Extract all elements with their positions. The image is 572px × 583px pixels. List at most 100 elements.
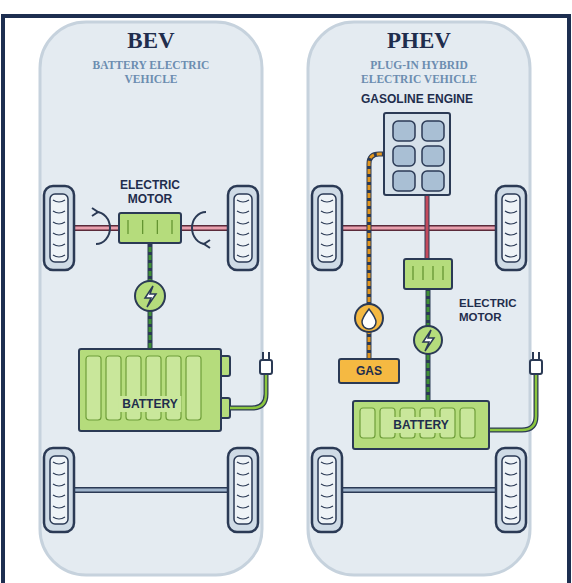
vehicle-title: PHEV xyxy=(308,28,530,54)
charging-cord xyxy=(230,374,266,408)
rear-axle xyxy=(74,487,228,493)
wheel-tread xyxy=(321,517,333,519)
wheel-tread xyxy=(237,484,249,486)
vehicle-title: BEV xyxy=(40,28,262,54)
rear-axle xyxy=(74,489,228,492)
wheel-rim xyxy=(234,456,252,524)
part-label: ELECTRIC MOTOR xyxy=(459,296,525,324)
part-label: BATTERY xyxy=(389,417,452,433)
wheel-tread xyxy=(53,222,65,224)
vehicle-body: BEVBATTERY ELECTRIC VEHICLEELECTRIC MOTO… xyxy=(40,22,262,575)
wheel-rim xyxy=(50,456,68,524)
part-label: GAS xyxy=(340,364,398,378)
wheel-tread xyxy=(53,244,65,246)
wheel xyxy=(228,186,258,270)
rotation-arrow xyxy=(96,212,110,244)
wheel-tread xyxy=(237,222,249,224)
wheel-tread xyxy=(505,473,517,475)
wheel-tread xyxy=(321,200,333,202)
wheel xyxy=(44,186,74,270)
part-label: BATTERY xyxy=(118,396,181,412)
wheel-tread xyxy=(505,255,517,257)
wheel xyxy=(312,448,342,532)
wheel xyxy=(312,186,342,270)
fuel-drop-symbol xyxy=(355,304,383,332)
motor-detail xyxy=(120,214,180,242)
wheel-tread xyxy=(505,484,517,486)
rear-axle xyxy=(342,489,496,492)
wheel-tread xyxy=(237,233,249,235)
part-label: GASOLINE ENGINE xyxy=(342,92,492,106)
engine-detail xyxy=(385,114,449,194)
part-label: ELECTRIC MOTOR xyxy=(108,178,192,206)
motor-detail xyxy=(405,260,451,288)
wheel-tread xyxy=(237,506,249,508)
wheel-tread xyxy=(237,473,249,475)
wheel-tread xyxy=(53,484,65,486)
electric-motor-box: ELECTRIC MOTOR xyxy=(403,258,453,290)
wheel-tread xyxy=(321,222,333,224)
wheel-tread xyxy=(321,484,333,486)
wheel-rim xyxy=(318,194,336,262)
connector xyxy=(426,196,429,258)
wheel-tread xyxy=(505,233,517,235)
wheel-tread xyxy=(321,495,333,497)
wheel xyxy=(496,186,526,270)
car-body-outline xyxy=(40,22,262,575)
wheel-tread xyxy=(53,462,65,464)
lightning-symbol xyxy=(414,326,442,354)
wheel-tread xyxy=(321,255,333,257)
wheel-tread xyxy=(237,255,249,257)
wheel-tread xyxy=(237,495,249,497)
battery-box: BATTERY xyxy=(78,348,222,432)
wheel-tread xyxy=(505,200,517,202)
wheel-rim xyxy=(502,194,520,262)
wheel-rim xyxy=(234,194,252,262)
wheel-rim xyxy=(50,194,68,262)
rotation-arrow xyxy=(192,212,206,244)
wheel-tread xyxy=(321,233,333,235)
wheel-tread xyxy=(237,200,249,202)
wheel-tread xyxy=(321,211,333,213)
battery-detail xyxy=(80,350,220,430)
wheel-tread xyxy=(237,517,249,519)
wheel-tread xyxy=(53,517,65,519)
charging-cord xyxy=(490,374,536,430)
wheel-tread xyxy=(53,255,65,257)
wheel-tread xyxy=(237,462,249,464)
wheel-rim xyxy=(502,456,520,524)
front-axle xyxy=(342,227,496,230)
wheel-tread xyxy=(237,211,249,213)
wheel-rim xyxy=(318,456,336,524)
wheel-tread xyxy=(505,506,517,508)
rotation-arrow xyxy=(92,208,98,216)
wheel-tread xyxy=(505,222,517,224)
wheel-tread xyxy=(505,211,517,213)
gasoline-engine-box: GASOLINE ENGINE xyxy=(383,112,451,196)
wheel-tread xyxy=(237,244,249,246)
wheel-tread xyxy=(53,211,65,213)
wheel-tread xyxy=(321,473,333,475)
rotation-arrow xyxy=(204,240,210,248)
lightning-symbol xyxy=(135,281,165,311)
vehicle-subtitle: PLUG-IN HYBRID ELECTRIC VEHICLE xyxy=(339,58,499,86)
wheel-tread xyxy=(53,233,65,235)
wheel-tread xyxy=(53,473,65,475)
car-body-outline xyxy=(308,22,530,575)
front-axle xyxy=(342,225,496,231)
wheel xyxy=(44,448,74,532)
vehicle-body: PHEV PLUG-IN HYBRID ELECTRIC VEHICLE GASOL… xyxy=(308,22,530,575)
wheel-tread xyxy=(505,495,517,497)
wheel-tread xyxy=(53,506,65,508)
plug-icon xyxy=(530,352,542,374)
battery-box: BATTERY xyxy=(352,400,490,450)
electric-motor-box: ELECTRIC MOTOR xyxy=(118,212,182,244)
wheel xyxy=(496,448,526,532)
wheel-tread xyxy=(321,462,333,464)
rear-axle xyxy=(342,487,496,493)
gas-tank-box: GAS xyxy=(338,358,400,384)
wheel-tread xyxy=(53,200,65,202)
